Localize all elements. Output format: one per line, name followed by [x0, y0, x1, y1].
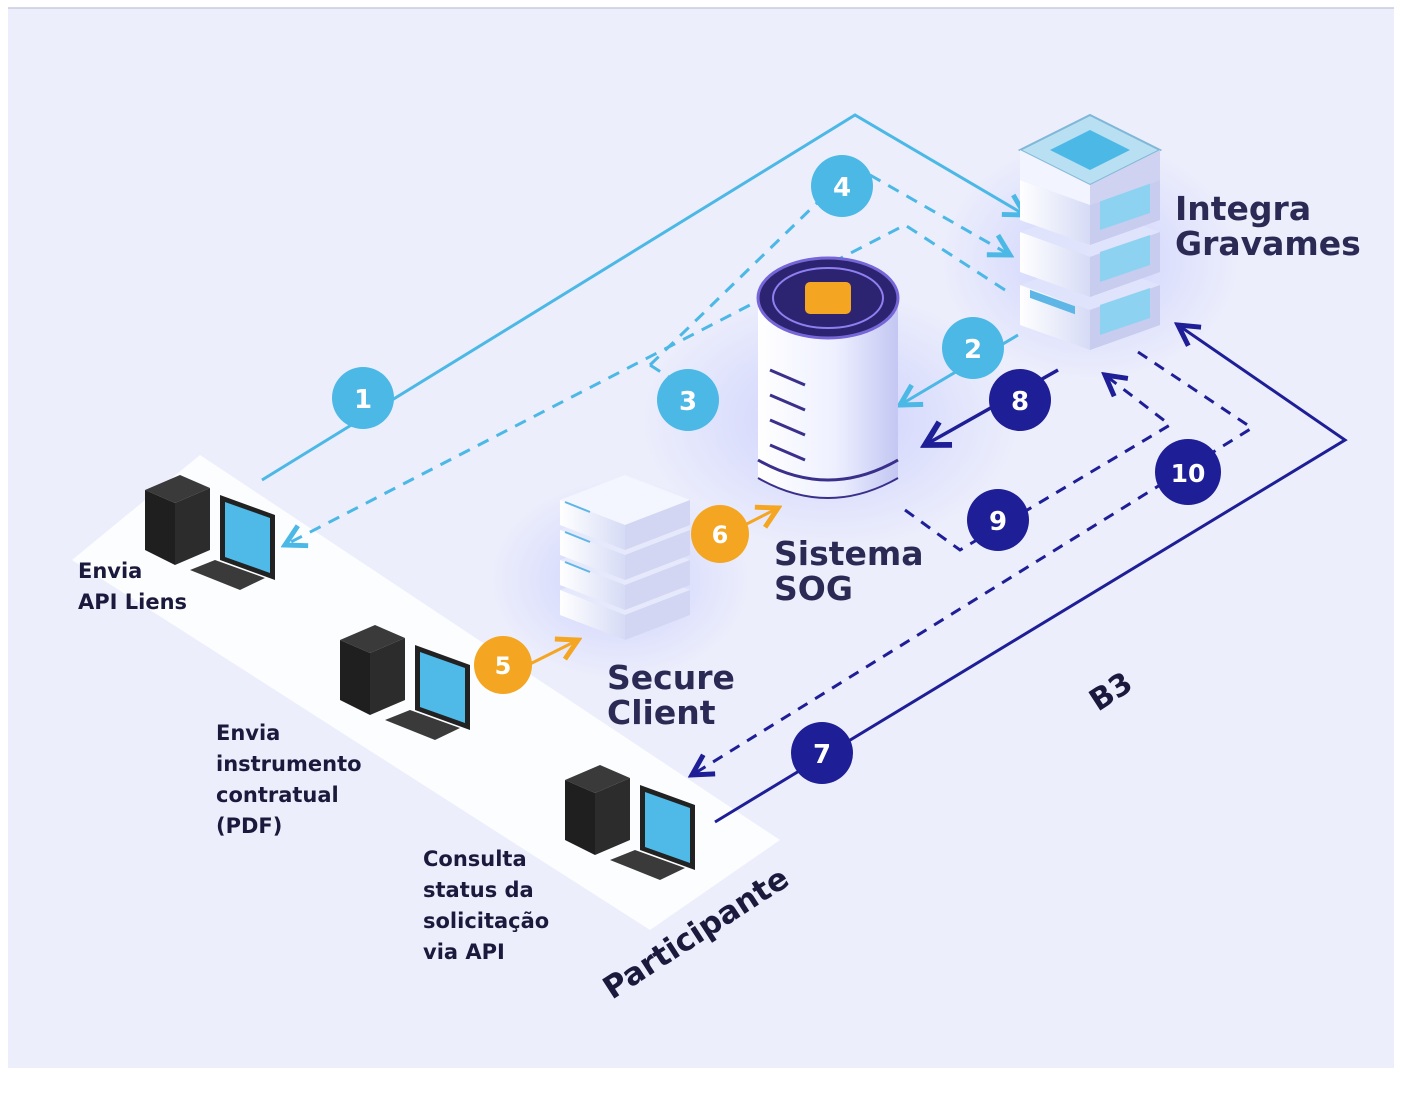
svg-text:2: 2	[964, 335, 982, 365]
step-badge-9: 9	[967, 489, 1029, 551]
flow-line-7	[714, 325, 1348, 824]
step-badge-5: 5	[474, 636, 532, 694]
svg-text:5: 5	[495, 652, 512, 680]
step-badge-6: 6	[691, 505, 749, 563]
secure-client-server	[560, 475, 690, 640]
flow-line-1	[261, 113, 1025, 482]
flow-line-10	[692, 350, 1255, 775]
svg-text:9: 9	[989, 507, 1007, 537]
label-envia-api: Envia API Liens	[78, 559, 188, 614]
step-badge-1: 1	[332, 367, 394, 429]
svg-text:6: 6	[712, 521, 729, 549]
integra-top-chip	[1017, 113, 1163, 205]
svg-text:3: 3	[679, 387, 697, 417]
step-badge-10: 10	[1155, 439, 1221, 505]
label-integra-gravames: Integra Gravames	[1175, 189, 1361, 263]
secure-unit-1	[560, 475, 690, 550]
flow-line-4	[869, 173, 1010, 255]
svg-text:1: 1	[354, 385, 372, 415]
step-badge-3: 3	[657, 369, 719, 431]
sistema-sog-tower	[756, 256, 900, 499]
step-badge-4: 4	[811, 155, 873, 217]
integra-gravames-server	[1017, 113, 1163, 350]
svg-text:7: 7	[813, 740, 831, 770]
computer-2	[340, 625, 470, 740]
svg-text:10: 10	[1171, 459, 1206, 488]
label-secure-client: Secure Client	[607, 658, 735, 732]
svg-text:4: 4	[833, 173, 851, 203]
computer-1	[145, 475, 275, 590]
step-badge-8: 8	[989, 369, 1051, 431]
svg-text:8: 8	[1011, 387, 1029, 417]
step-badge-7: 7	[791, 722, 853, 784]
label-envia-instrumento: Envia instrumento contratual (PDF)	[216, 721, 362, 838]
flow-line-9	[904, 375, 1173, 552]
step-badge-2: 2	[942, 317, 1004, 379]
label-sistema-sog: Sistema SOG	[774, 534, 924, 608]
computer-3	[565, 765, 695, 880]
label-consulta-status: Consulta status da solicitação via API	[423, 847, 550, 964]
flow-line-3	[648, 198, 822, 367]
